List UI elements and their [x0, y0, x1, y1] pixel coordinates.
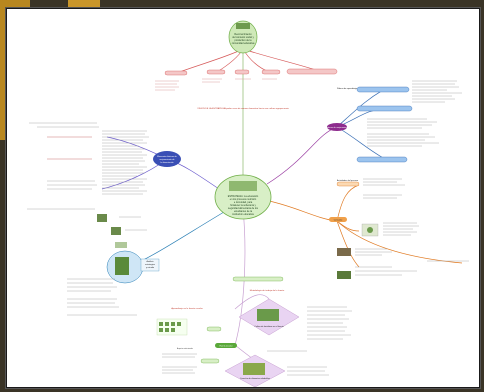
right-blue-pill-2 — [356, 105, 413, 112]
small-left-label-box — [140, 258, 160, 272]
left-node-line-1: Elementos básicos de — [157, 155, 177, 158]
central-title-7: institución educativa — [232, 213, 254, 216]
diamond-2-label: Cosecha de alimentos saludables — [240, 377, 270, 380]
central-title-6: estudiantes de la — [234, 210, 253, 213]
small-left-line-2: estrategias — [145, 263, 155, 266]
right-purple-node-label: Saberes de mejoramiento — [326, 126, 350, 129]
small-left-line-1: Análisis — [147, 260, 154, 263]
mid-caption: Metodologia de trabajo de la huerta — [250, 289, 285, 292]
branch-bottom-diamonds — [234, 294, 270, 310]
diamond-1-label: Cultivo de hortalizas en el huerto — [254, 325, 284, 328]
small-left-line-3: y estudio — [146, 266, 155, 269]
central-title-1: ESTRATEGIA: La educación — [228, 195, 259, 198]
left-node — [153, 151, 181, 167]
right-blue-pill-1 — [356, 86, 410, 93]
branch-right-lower — [268, 200, 338, 222]
branch-bottom-left — [134, 208, 230, 265]
top-node-line-1: Reconocimiento — [234, 33, 252, 36]
bottom-caption: Aprendizaje en la huerta escolar — [171, 307, 203, 310]
central-title-5: seguridad alimentaria de los — [228, 207, 259, 210]
diamond-1: Cultivo de hortalizas en el huerto — [238, 298, 300, 336]
right-purple-node — [327, 123, 347, 131]
branch-right-upper — [266, 126, 338, 185]
branch-orange-1 — [336, 184, 360, 222]
left-node-line-2: mejoramiento de — [160, 158, 176, 161]
right-orange-node-label: Consumo — [334, 220, 343, 222]
branch-orange-4 — [336, 220, 463, 264]
mindmap-canvas[interactable]: ESTRATEGIA: La educación en los procesos… — [6, 8, 480, 388]
background-tile-top — [68, 0, 100, 10]
central-title-4: fortalecer la soberanía y — [230, 204, 256, 207]
top-caption: VISION DE LA ESTRATEGIA poder crear de m… — [197, 107, 289, 110]
central-title-3: e inocuidad, para — [234, 201, 253, 204]
central-node: ESTRATEGIA: La educación en los procesos… — [214, 174, 272, 220]
branch-top-fan-1 — [176, 48, 244, 74]
right-orange-node — [329, 217, 347, 222]
left-node-line-3: la alimentación — [160, 161, 173, 164]
right-node-label-2: Actividades del proceso — [337, 179, 359, 182]
right-blue-pill-3 — [356, 156, 408, 163]
top-node: Reconocimiento del contexto social y pro… — [228, 20, 258, 54]
top-node-line-2: del contexto social y — [232, 36, 254, 39]
bottom-green-node-label: Huerta escolar — [219, 345, 232, 348]
top-node-line-3: productivo de la — [235, 39, 253, 42]
bottom-left-label: Aspectos nutricionales — [177, 347, 193, 350]
right-node-label-1: Rubros de aprendizaje — [337, 88, 358, 90]
top-node-line-4: comunidad educativa — [232, 42, 255, 45]
branch-orange-3 — [336, 220, 360, 268]
diamond-2: Cosecha de alimentos saludables — [224, 354, 286, 387]
central-title-2: en los procesos nutrición — [230, 198, 257, 201]
mindmap-diagram: ESTRATEGIA: La educación en los procesos… — [27, 20, 469, 387]
bottom-green-node — [215, 343, 237, 348]
branch-top-fan-4 — [242, 48, 323, 73]
